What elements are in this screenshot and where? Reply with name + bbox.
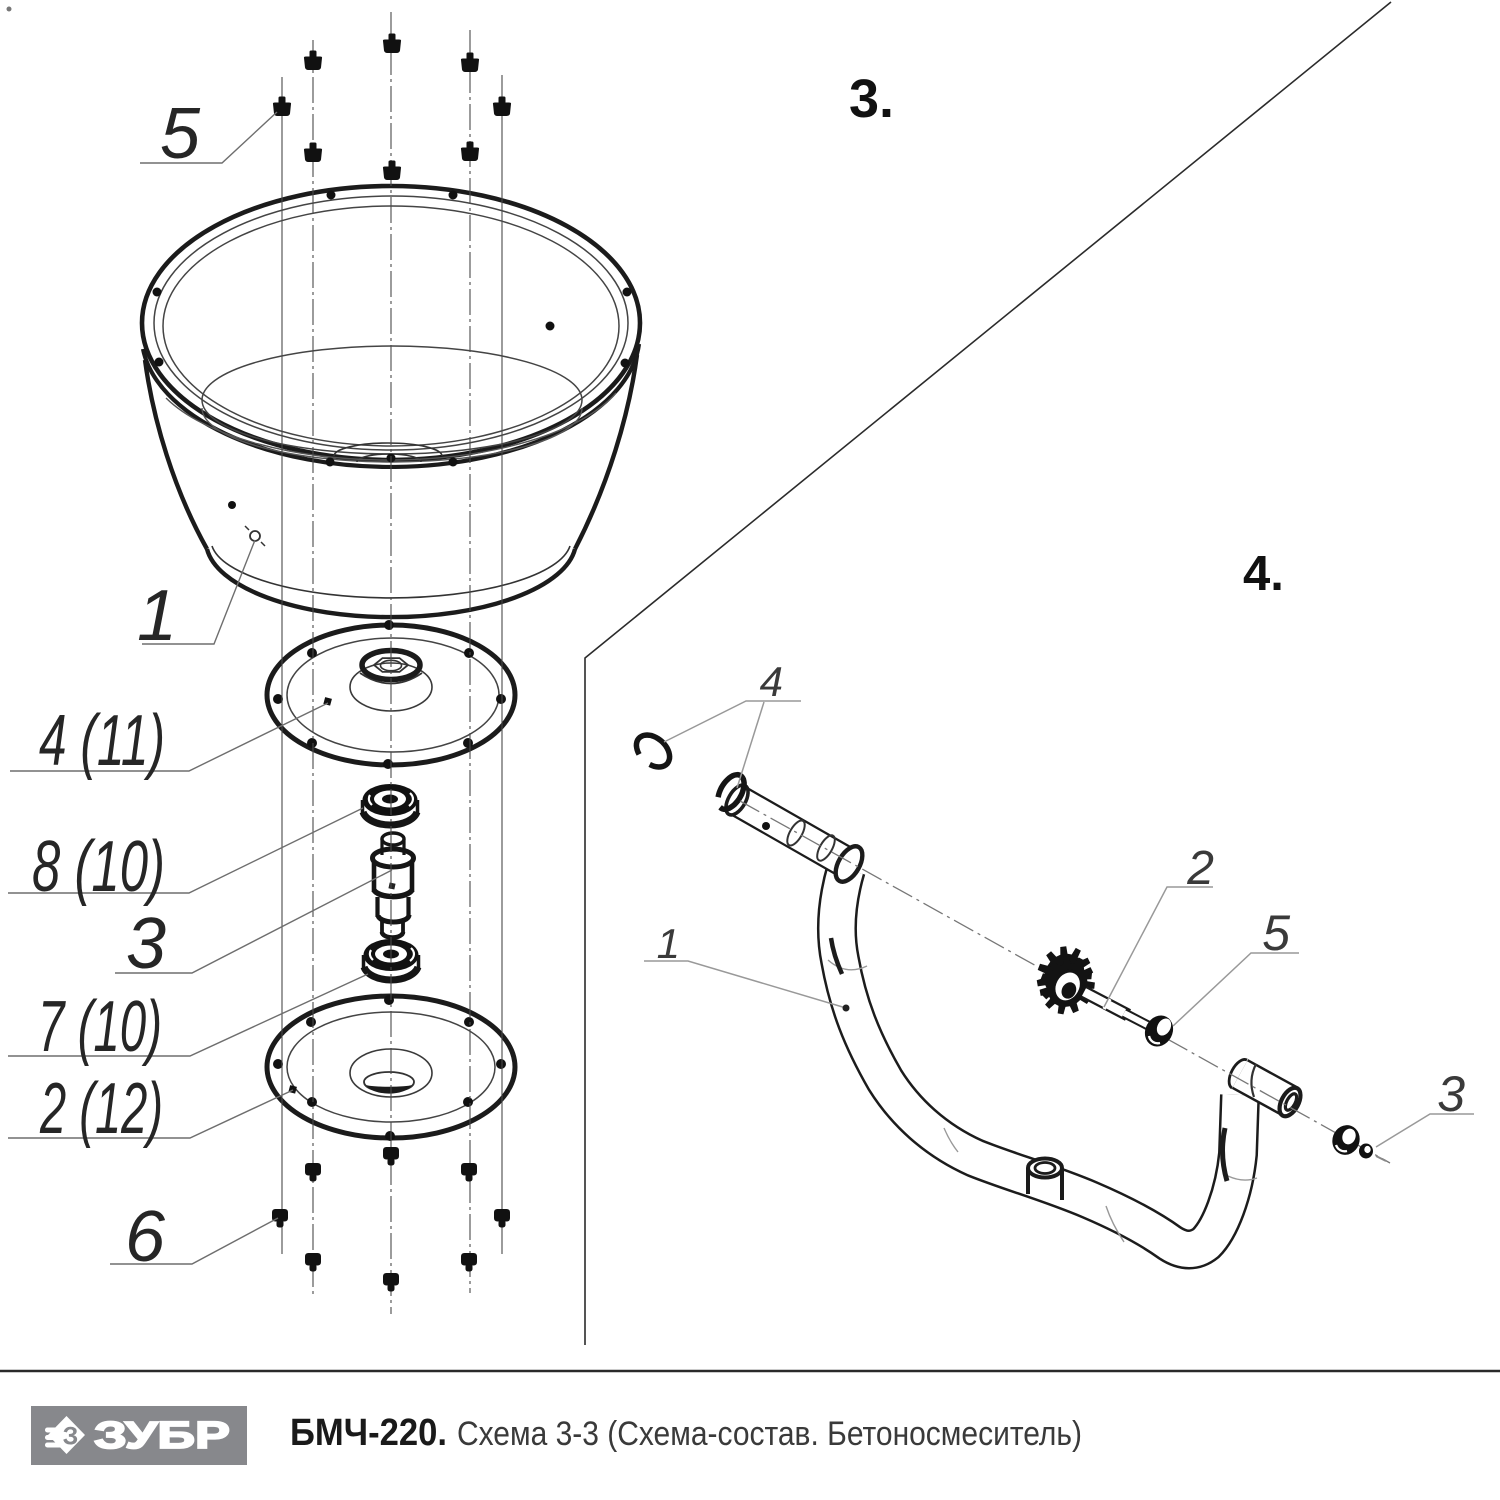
svg-text:1: 1 (657, 920, 680, 967)
svg-text:2 (12): 2 (12) (39, 1069, 163, 1149)
svg-text:З: З (63, 1423, 79, 1451)
svg-text:3: 3 (1437, 1066, 1465, 1122)
svg-text:8 (10): 8 (10) (32, 827, 165, 907)
svg-text:5: 5 (160, 94, 201, 174)
svg-text:4: 4 (760, 658, 783, 705)
svg-text:3.: 3. (849, 69, 894, 129)
svg-text:3: 3 (126, 904, 166, 984)
svg-text:Схема 3-3 (Схема-состав. Бетон: Схема 3-3 (Схема-состав. Бетоносмеситель… (457, 1415, 1082, 1453)
svg-text:2: 2 (1186, 842, 1214, 895)
svg-text:6: 6 (125, 1197, 166, 1277)
svg-text:4.: 4. (1243, 547, 1284, 601)
svg-text:4 (11): 4 (11) (39, 701, 165, 781)
svg-text:БМЧ-220.: БМЧ-220. (290, 1412, 447, 1454)
svg-text:ЗУБР: ЗУБР (94, 1415, 230, 1457)
svg-text:5: 5 (1262, 905, 1290, 961)
svg-text:7 (10): 7 (10) (38, 987, 162, 1067)
svg-text:1: 1 (137, 576, 177, 656)
